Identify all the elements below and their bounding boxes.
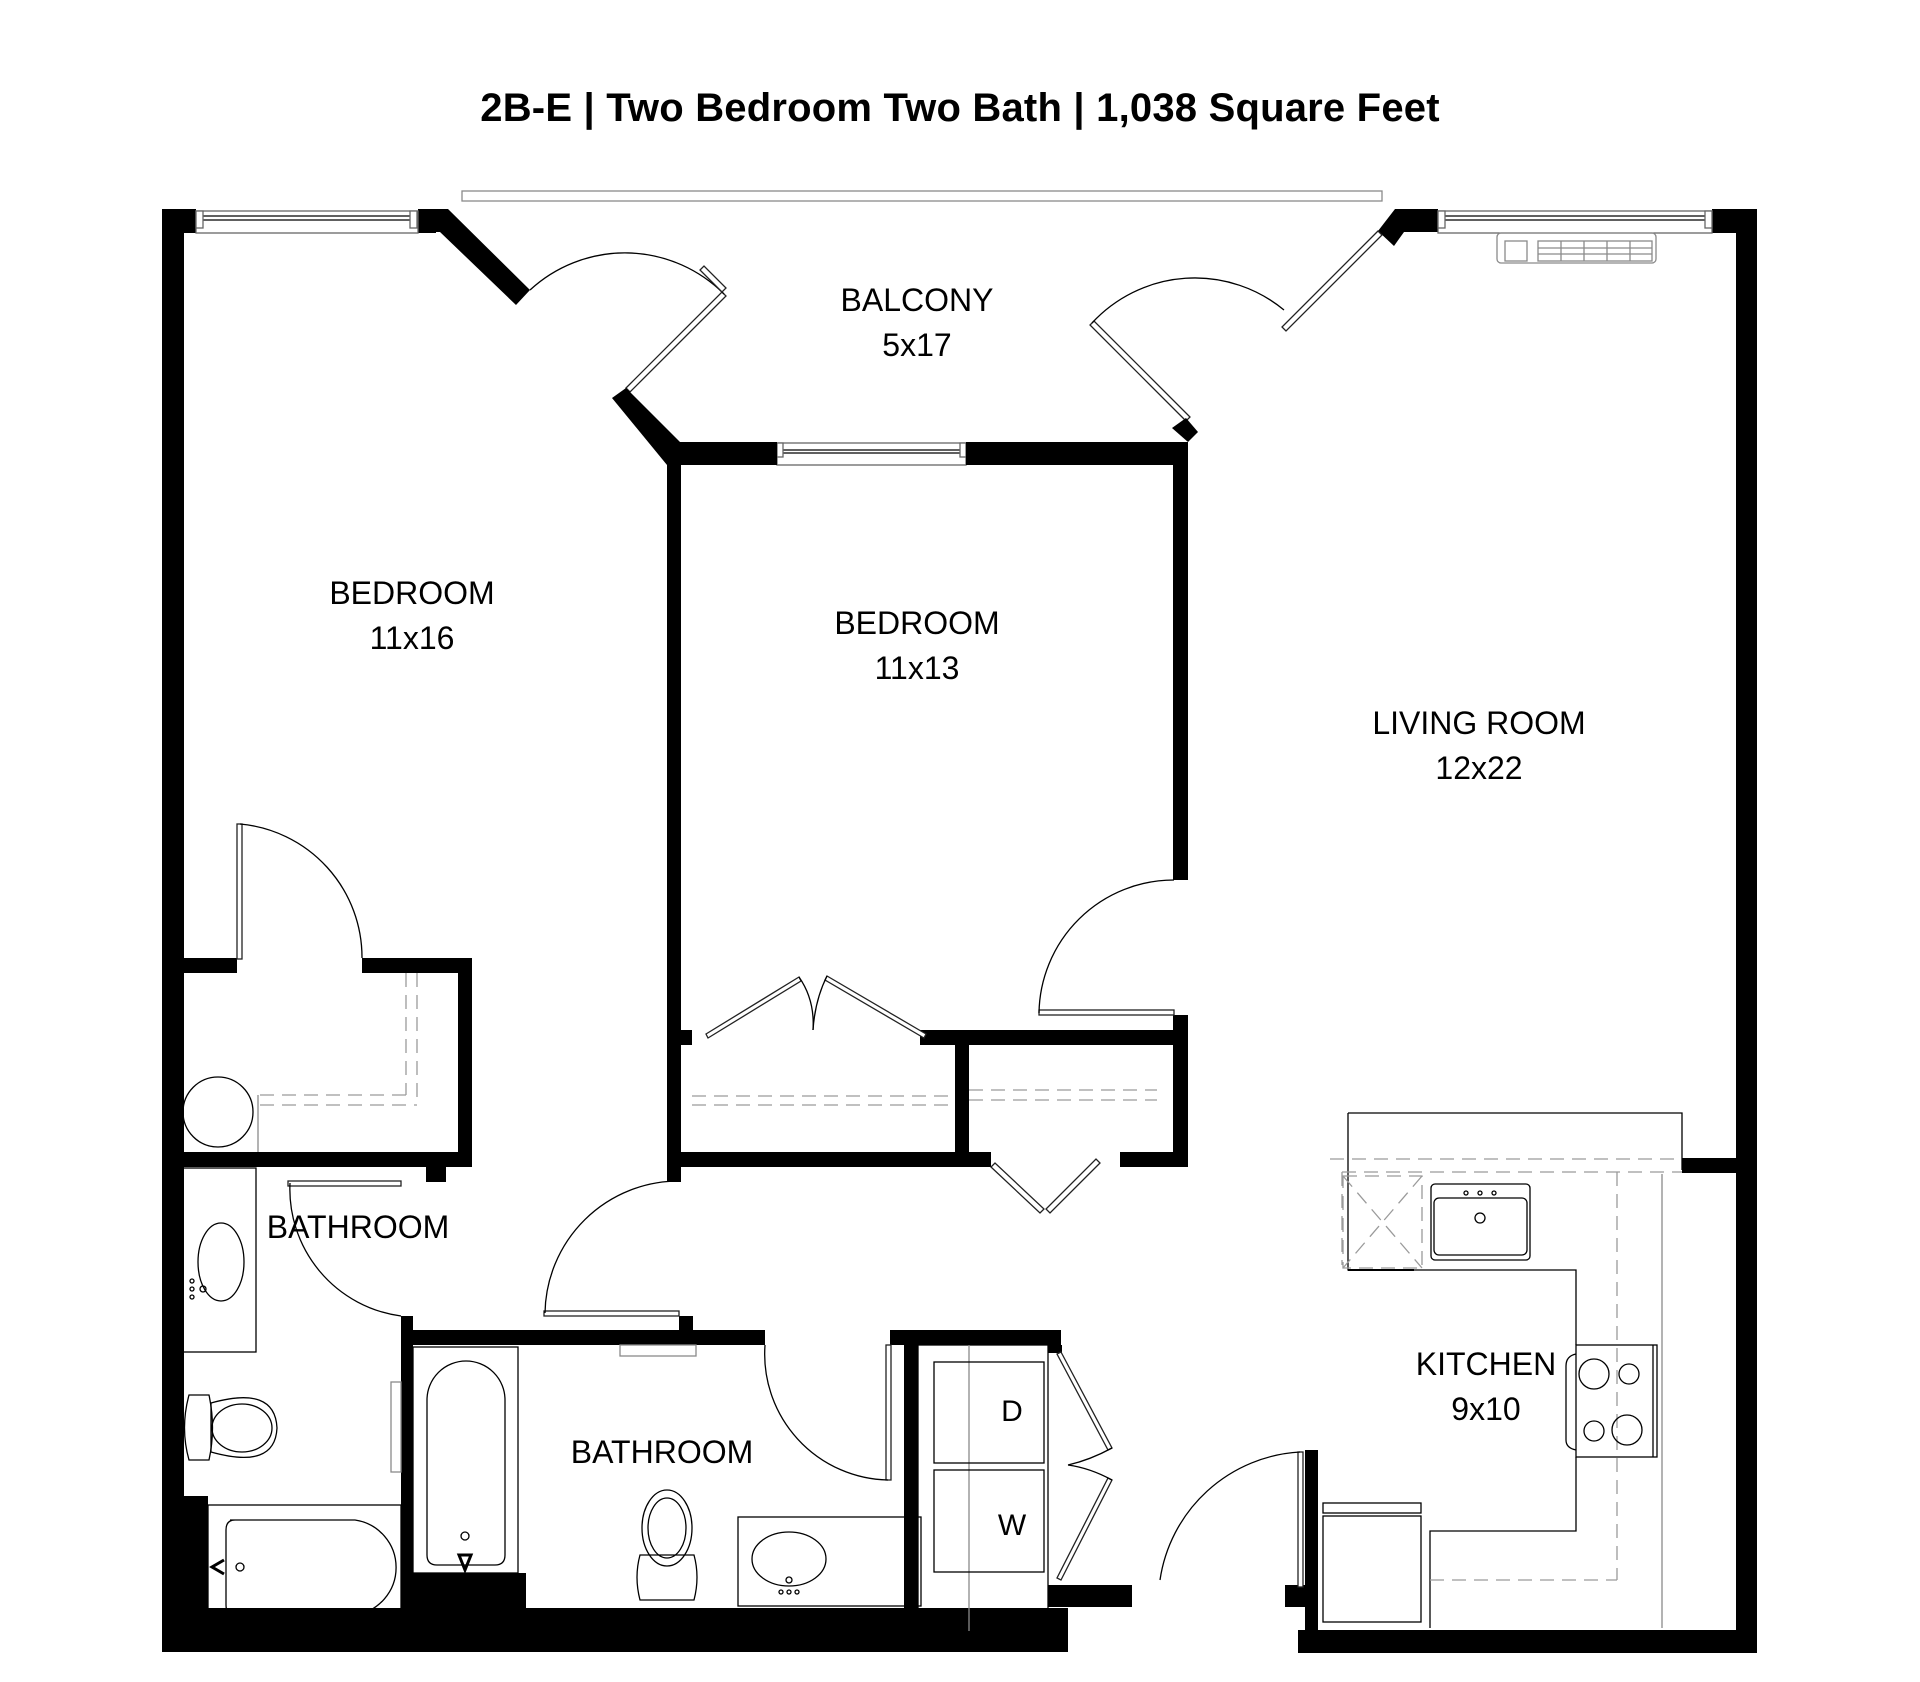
unit-code: 2B-E bbox=[480, 86, 573, 130]
bathroom-2-door[interactable] bbox=[543, 1180, 680, 1317]
title-separator: | bbox=[1073, 86, 1085, 130]
water-heater bbox=[182, 1076, 254, 1148]
walk-in-closet-walls bbox=[162, 958, 472, 1182]
room-size: 11x16 bbox=[369, 620, 455, 656]
room-size: 12x22 bbox=[1435, 750, 1523, 786]
room-name: BEDROOM bbox=[834, 605, 1000, 641]
room-name: BATHROOM bbox=[570, 1434, 754, 1470]
balcony-door-left-glass[interactable] bbox=[699, 265, 727, 293]
bathroom-1-vanity bbox=[181, 1167, 257, 1353]
bathroom-1-tub bbox=[207, 1504, 402, 1631]
room-name: BATHROOM bbox=[266, 1209, 450, 1245]
bathroom-2-toilet bbox=[636, 1489, 698, 1601]
room-name: BEDROOM bbox=[329, 575, 495, 611]
kitchen-sink bbox=[1430, 1183, 1531, 1261]
room-name: BALCONY bbox=[840, 282, 994, 318]
dishwasher bbox=[1342, 1175, 1423, 1271]
bathroom-2-vanity bbox=[737, 1516, 922, 1607]
towel-bar bbox=[619, 1344, 697, 1357]
dryer bbox=[933, 1361, 1045, 1464]
bathroom-2-inner-door[interactable] bbox=[764, 1344, 892, 1481]
room-label-bedroom-2: BEDROOM 11x13 bbox=[834, 601, 999, 691]
room-label-bathroom-1: BATHROOM bbox=[267, 1205, 450, 1250]
washer-label: W bbox=[997, 1509, 1027, 1542]
floorplan-title: 2B-E | Two Bedroom Two Bath | 1,038 Squa… bbox=[0, 86, 1920, 131]
title-separator: | bbox=[583, 86, 595, 130]
balcony-door-left[interactable] bbox=[529, 252, 727, 393]
entry-door[interactable] bbox=[1159, 1451, 1304, 1588]
refrigerator bbox=[1322, 1502, 1422, 1623]
ac-unit bbox=[1496, 232, 1657, 264]
linen-closet-doors[interactable] bbox=[990, 1158, 1101, 1214]
room-label-living-room: LIVING ROOM 12x22 bbox=[1372, 701, 1585, 791]
balcony-railing bbox=[461, 190, 1383, 202]
range-stove bbox=[1565, 1344, 1658, 1458]
room-size: 5x17 bbox=[882, 327, 952, 363]
bathroom-1-walls bbox=[401, 1316, 413, 1611]
balcony-door-right-glass[interactable] bbox=[1281, 230, 1383, 332]
room-size: 9x10 bbox=[1451, 1391, 1521, 1427]
room-label-bathroom-2: BATHROOM bbox=[571, 1430, 754, 1475]
bathroom-2-walls bbox=[401, 1316, 1061, 1613]
balcony-door-right[interactable] bbox=[1089, 277, 1285, 422]
closet-shelving bbox=[257, 973, 418, 1152]
bedroom-2-walls bbox=[612, 388, 1198, 1182]
bedroom-2-closet-doors[interactable] bbox=[705, 975, 927, 1039]
room-label-kitchen: KITCHEN 9x10 bbox=[1416, 1342, 1556, 1432]
room-size: 11x13 bbox=[874, 650, 960, 686]
bedroom-2-door[interactable] bbox=[1038, 879, 1175, 1016]
bathroom-1-door[interactable] bbox=[287, 1180, 402, 1317]
laundry-closet bbox=[917, 1344, 1049, 1632]
towel-bar bbox=[390, 1381, 402, 1473]
walk-in-closet-door[interactable] bbox=[236, 823, 363, 960]
room-label-balcony: BALCONY 5x17 bbox=[841, 278, 994, 368]
room-label-bedroom-1: BEDROOM 11x16 bbox=[329, 571, 494, 661]
room-name: LIVING ROOM bbox=[1372, 705, 1586, 741]
unit-type: Two Bedroom Two Bath bbox=[606, 86, 1063, 130]
washer bbox=[933, 1469, 1045, 1573]
exterior-walls bbox=[162, 209, 1757, 1653]
bathroom-2-tub bbox=[412, 1346, 519, 1575]
square-footage: 1,038 Square Feet bbox=[1096, 86, 1440, 130]
bathroom-1-toilet bbox=[183, 1394, 278, 1461]
room-name: KITCHEN bbox=[1415, 1346, 1557, 1382]
laundry-bifold-doors[interactable] bbox=[1056, 1351, 1113, 1581]
kitchen-counters bbox=[1330, 1112, 1683, 1628]
dryer-label: D bbox=[1001, 1395, 1023, 1428]
